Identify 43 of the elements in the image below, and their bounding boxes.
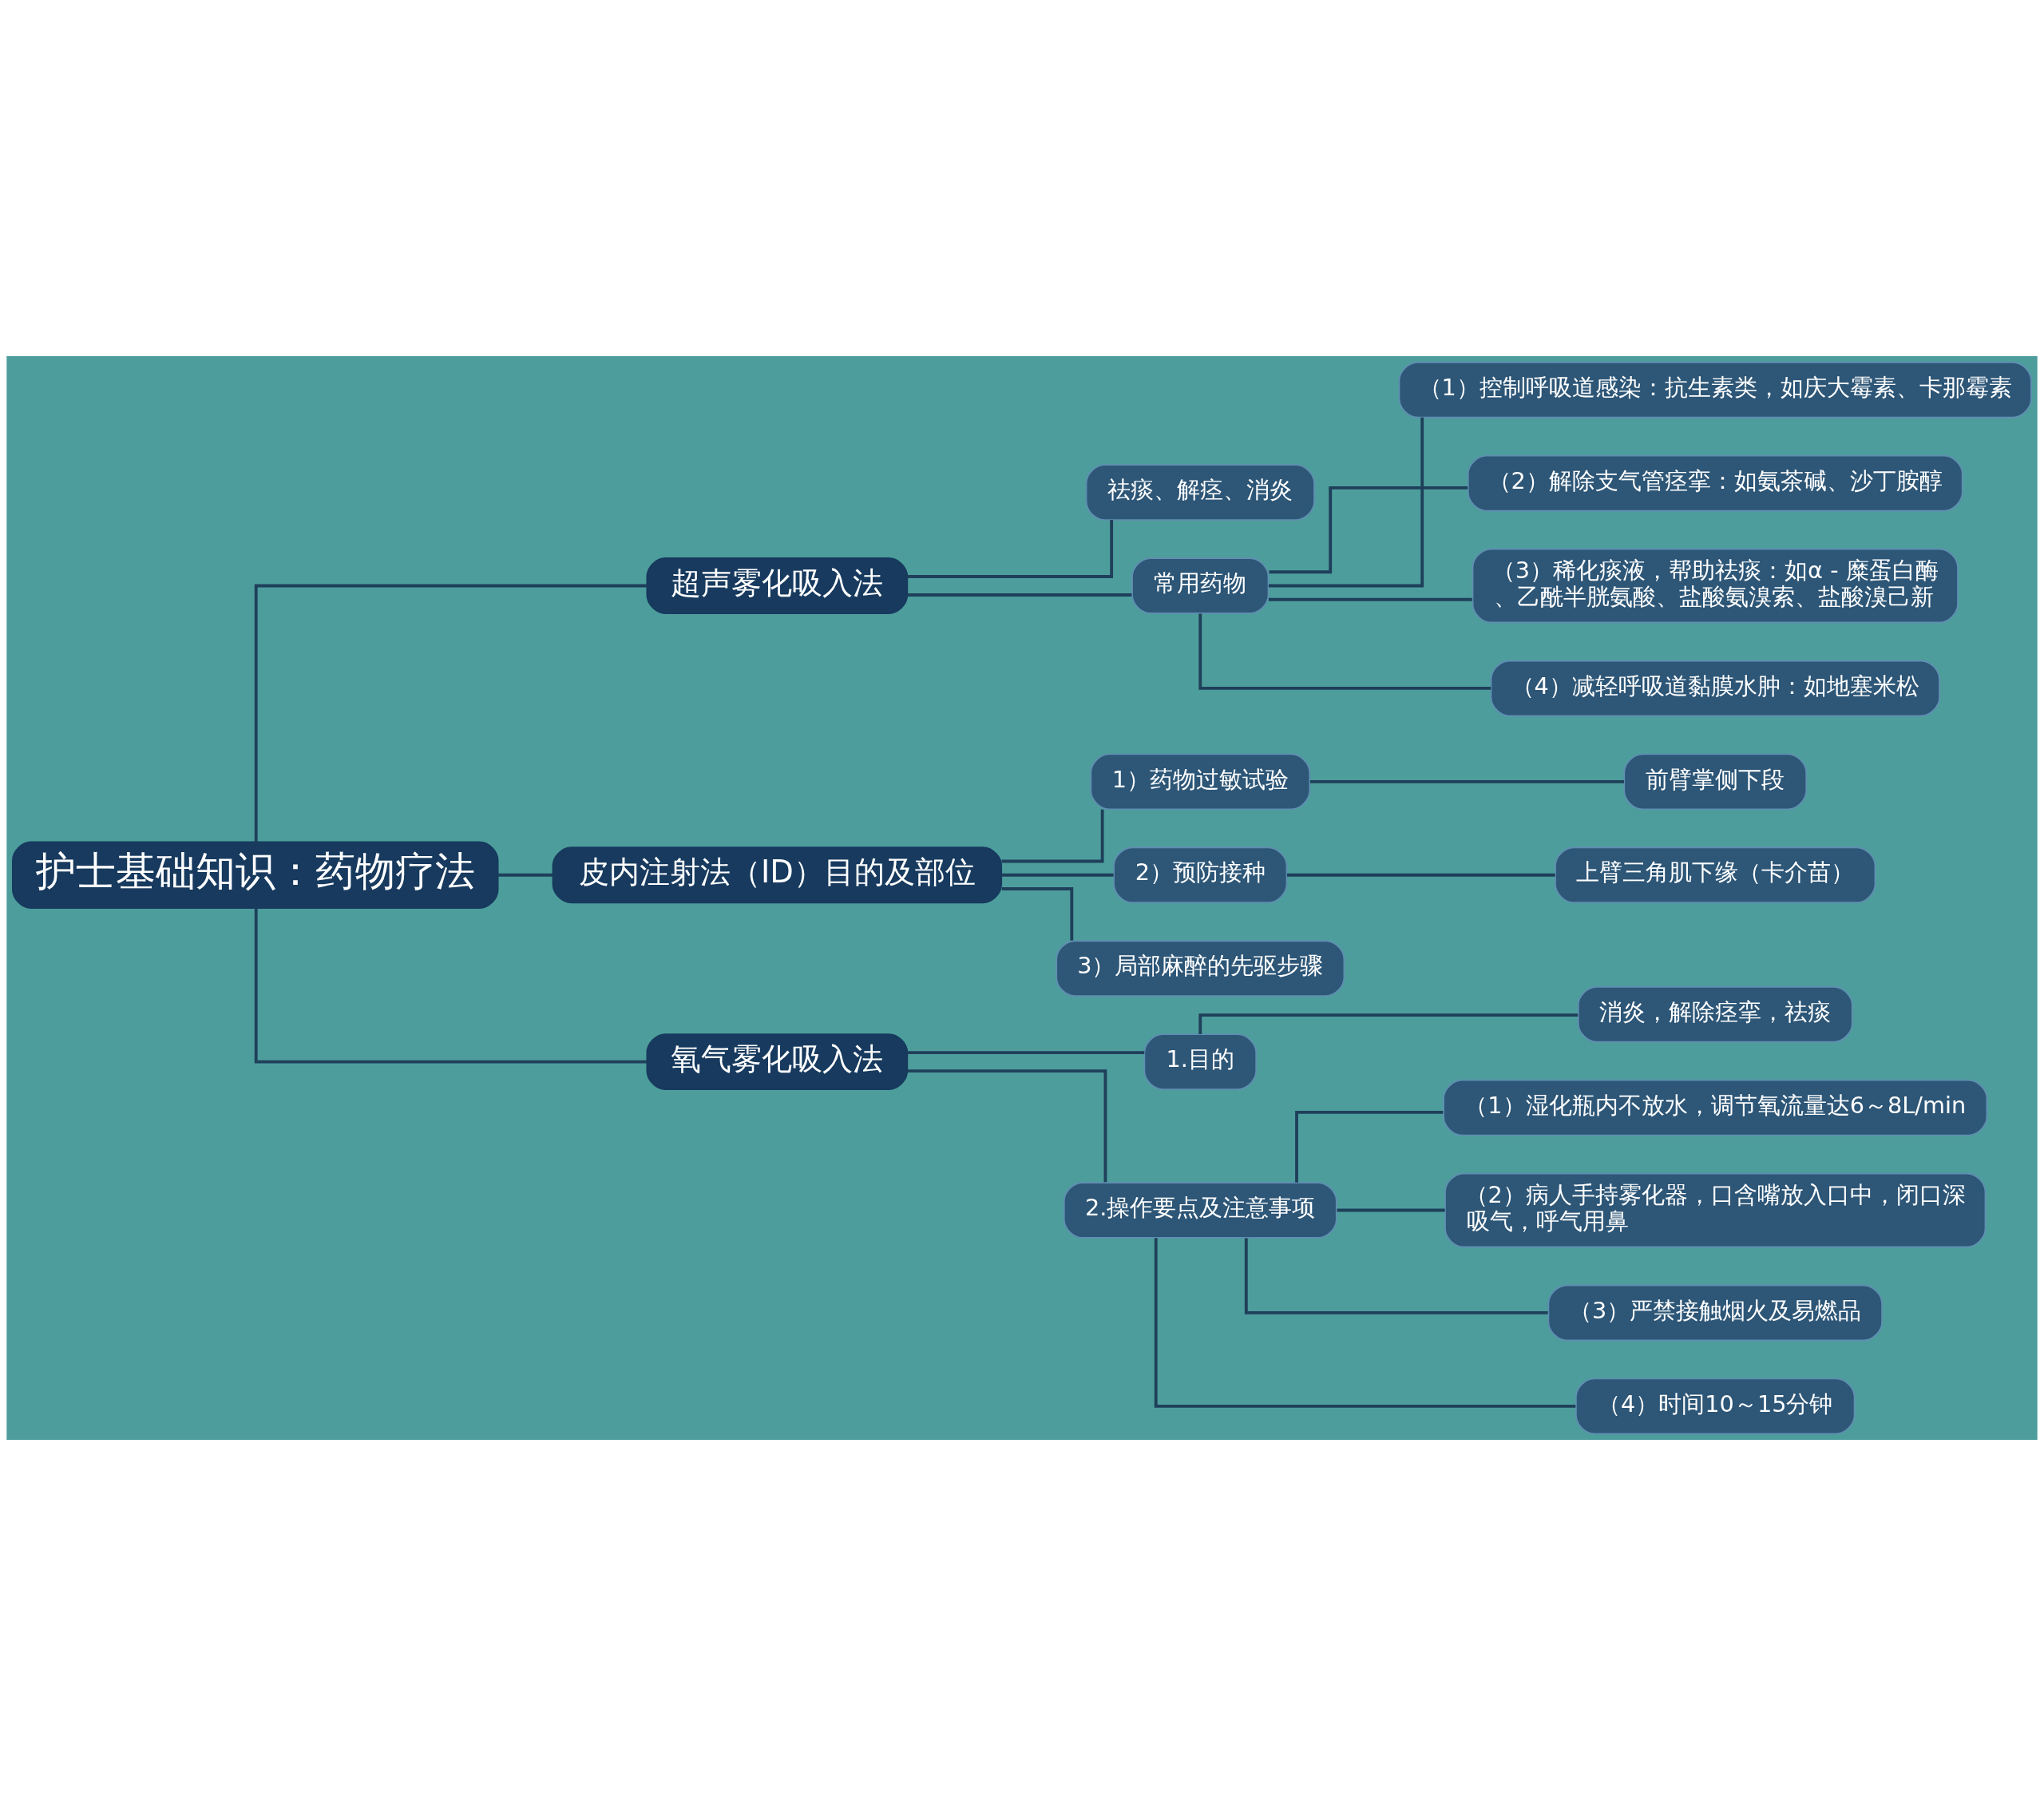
connector <box>1268 417 1424 588</box>
node-box: 3）局部麻醉的先驱步骤 <box>1056 940 1345 997</box>
node-box: 超声雾化吸入法 <box>646 557 909 614</box>
connector <box>907 1069 1107 1183</box>
connector <box>1244 1238 1548 1314</box>
connector <box>1268 597 1472 601</box>
connector <box>254 584 648 842</box>
node-box: 皮内注射法（ID）目的及部位 <box>552 846 1003 904</box>
node-box: （3）严禁接触烟火及易燃品 <box>1547 1284 1884 1342</box>
connector <box>1337 1208 1445 1212</box>
node-box: 氧气雾化吸入法 <box>646 1033 909 1091</box>
connector <box>254 908 648 1064</box>
node-box: 消炎，解除痉挛，祛痰 <box>1577 985 1853 1043</box>
connector <box>1198 1013 1579 1034</box>
connector <box>1001 873 1114 877</box>
node-box: 1.目的 <box>1143 1033 1258 1091</box>
node-box: 上臂三角肌下缘（卡介苗） <box>1555 846 1876 904</box>
node-box: （4）减轻呼吸道黏膜水肿：如地塞米松 <box>1490 660 1940 717</box>
node-box: 2）预防接种 <box>1113 846 1288 904</box>
node-box: （2）解除支气管痉挛：如氨茶碱、沙丁胺醇 <box>1467 454 1963 512</box>
connector <box>1154 1238 1576 1408</box>
connector <box>1295 1110 1444 1183</box>
node-box: 祛痰、解痉、消炎 <box>1085 464 1316 521</box>
connector <box>1309 779 1625 783</box>
connector <box>907 520 1114 578</box>
node-box: 护士基础知识：药物疗法 <box>12 841 499 909</box>
node-box: （4）时间10～15分钟 <box>1575 1378 1856 1435</box>
connector <box>1001 887 1074 941</box>
node-box: 前臂掌侧下段 <box>1623 753 1808 811</box>
connector <box>907 1051 1145 1054</box>
connector <box>497 873 553 877</box>
node-box: （1）湿化瓶内不放水，调节氧流量达6～8L/min <box>1443 1079 1988 1136</box>
node-box: 2.操作要点及注意事项 <box>1063 1182 1337 1239</box>
connector <box>1269 486 1468 574</box>
connector <box>1286 873 1555 877</box>
node-box: （2）病人手持雾化器，口含嘴放入口中，闭口深吸气，呼气用鼻 <box>1444 1172 1987 1248</box>
node-box: 常用药物 <box>1131 557 1270 614</box>
node-box: 1）药物过敏试验 <box>1090 753 1311 811</box>
connector <box>907 593 1132 597</box>
connector <box>1001 809 1104 863</box>
node-box: （1）控制呼吸道感染：抗生素类，如庆大霉素、卡那霉素 <box>1398 361 2032 418</box>
node-box: （3）稀化痰液，帮助祛痰：如α - 糜蛋白酶、乙酰半胱氨酸、盐酸氨溴索、盐酸溴己新 <box>1472 548 1959 624</box>
connector <box>1198 613 1491 690</box>
